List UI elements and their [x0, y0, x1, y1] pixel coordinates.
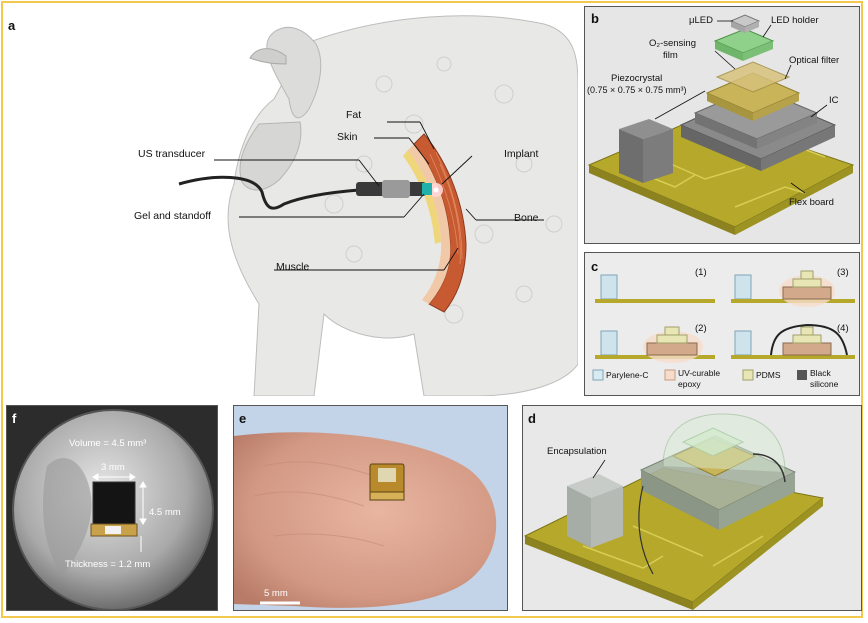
panel-b: b [584, 6, 860, 244]
fat-label: Fat [346, 109, 362, 121]
panel-c-letter: c [591, 259, 599, 274]
legend-swatch-silicone [797, 370, 807, 380]
coin-photo [12, 409, 214, 610]
fingertip [234, 432, 497, 608]
piezocrystal-label: Piezocrystal [611, 73, 663, 84]
o2-film-label: O₂-sensing [649, 38, 696, 49]
skin-layer [408, 144, 451, 304]
uled-label: μLED [689, 15, 713, 26]
led-holder-label: LED holder [771, 15, 819, 26]
step-1-drawing [595, 274, 715, 303]
legend-swatch-parylene [592, 369, 604, 381]
skin-label: Skin [337, 131, 358, 143]
piezocrystal-dims-label: (0.75 × 0.75 × 0.75 mm³) [587, 85, 687, 95]
panel-c: c [584, 252, 860, 396]
panel-a: a [4, 4, 578, 396]
bone-label: Bone [514, 212, 539, 224]
muscle-label: Muscle [276, 261, 310, 273]
panel-f: f Volume = 4.5 mm³ 3 mm 4.5 mm Thickness… [6, 405, 218, 611]
gel-standoff-label: Gel and standoff [134, 210, 211, 222]
panel-e-letter: e [239, 411, 247, 426]
step-4-label: (4) [837, 323, 849, 334]
sheep-body [227, 15, 578, 396]
legend-swatch-epoxy [664, 369, 676, 381]
legend-swatch-pdms [742, 369, 754, 381]
step-2-label: (2) [695, 323, 707, 334]
panel-e: e 5 mm [233, 405, 508, 611]
transducer-cable [178, 175, 360, 210]
o2-film-label-2: film [663, 50, 678, 61]
fabrication-steps [592, 270, 855, 381]
implant-device [92, 481, 136, 525]
legend-pdms: PDMS [756, 370, 781, 380]
us-transducer-label: US transducer [138, 148, 206, 160]
step-3-label: (3) [837, 267, 849, 278]
step-4-drawing [731, 323, 855, 359]
ic-label: IC [829, 95, 839, 106]
panel-d-letter: d [528, 411, 536, 426]
legend-silicone: Black [810, 368, 831, 378]
fat-layer [403, 150, 441, 244]
device-exploded-diagram [587, 14, 855, 235]
scale-bar-label: 5 mm [264, 588, 288, 599]
fingertip-photo [234, 432, 497, 608]
thickness-label: Thickness = 1.2 mm [65, 559, 151, 570]
panel-f-letter: f [12, 411, 17, 426]
optical-filter-label: Optical filter [789, 55, 840, 66]
step-2-drawing [595, 326, 715, 363]
volume-label: Volume = 4.5 mm³ [69, 438, 147, 449]
o2-sensing-film [715, 61, 791, 93]
encapsulation-cube [567, 474, 623, 498]
panel-a-letter: a [8, 18, 16, 33]
step-3-drawing [731, 270, 855, 307]
legend-epoxy: UV-curable [678, 368, 721, 378]
height-label: 4.5 mm [149, 507, 181, 518]
legend-silicone-2: silicone [810, 379, 839, 389]
piezocrystal [619, 119, 673, 139]
panel-b-letter: b [591, 11, 599, 26]
legend-epoxy-2: epoxy [678, 379, 701, 389]
width-label: 3 mm [101, 462, 125, 473]
legend-parylene: Parylene-C [606, 370, 649, 380]
encapsulation-label: Encapsulation [547, 446, 607, 457]
sheep-ear [249, 48, 287, 65]
step-1-label: (1) [695, 267, 707, 278]
panel-d: d Encapsulation [522, 405, 862, 611]
encapsulated-device [523, 413, 825, 610]
sheep-illustration [178, 15, 578, 396]
implant-label: Implant [504, 148, 539, 160]
implant-dot [433, 187, 439, 193]
flex-board-label: Flex board [789, 197, 834, 208]
